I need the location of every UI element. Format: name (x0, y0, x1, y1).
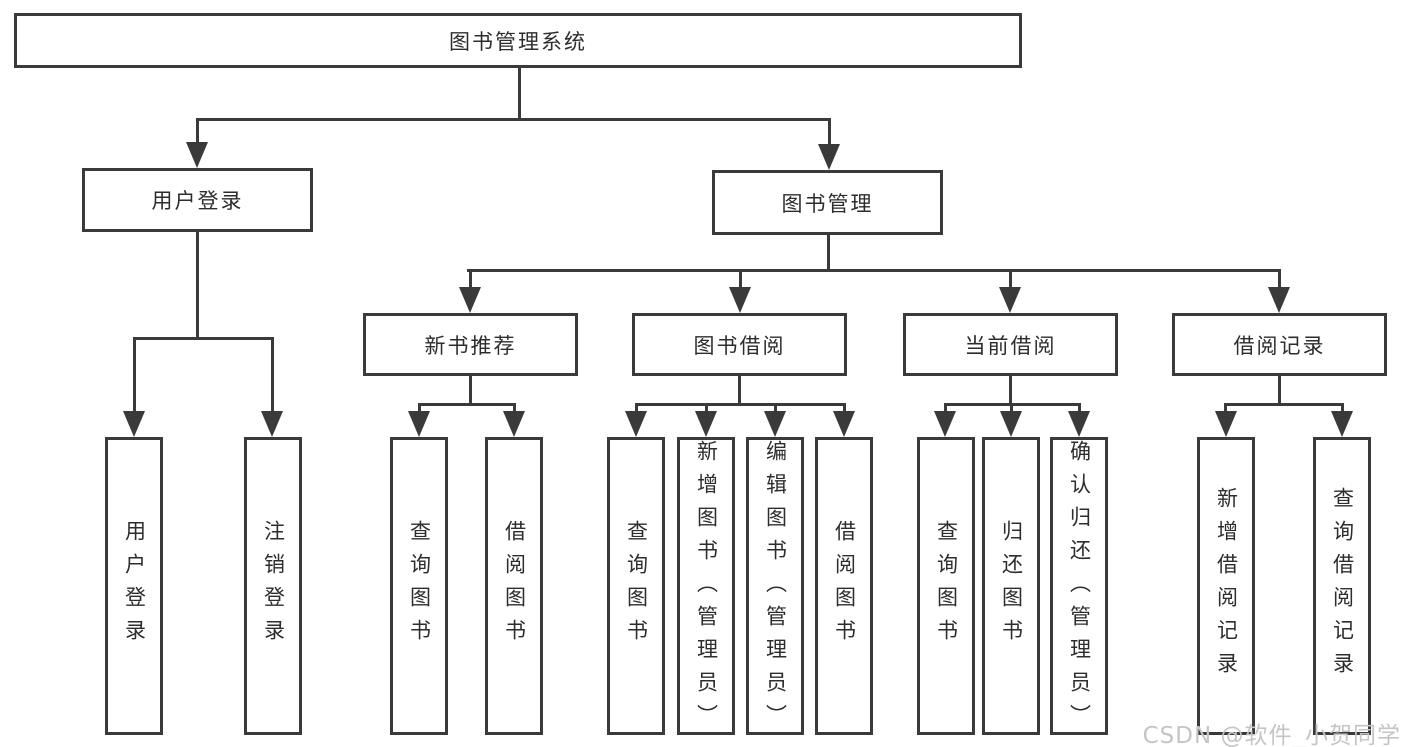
connector-line (1341, 403, 1344, 415)
connector-line (469, 269, 472, 290)
arrowhead-icon (123, 411, 145, 437)
connector-line (738, 376, 741, 406)
arrowhead-icon (999, 287, 1021, 313)
connector-line (196, 232, 199, 338)
leaf-borrow-books: 借阅图书 (815, 437, 873, 735)
leaf-user-login: 用户登录 (105, 437, 163, 735)
arrowhead-icon (1331, 411, 1353, 437)
connector-line (518, 68, 521, 120)
connector-line (827, 235, 830, 272)
connector-line (469, 376, 472, 406)
leaf-add-borrow-record: 新增借阅记录 (1197, 437, 1255, 735)
arrowhead-icon (695, 411, 717, 437)
connector-line (635, 403, 638, 415)
arrowhead-icon (934, 411, 956, 437)
node-book-management: 图书管理 (712, 170, 943, 235)
leaf-query-books-current: 查询图书 (917, 437, 975, 735)
connector-line (1278, 376, 1281, 406)
arrowhead-icon (625, 411, 647, 437)
node-user-login: 用户登录 (82, 168, 313, 232)
connector-line (418, 403, 421, 415)
connector-line (1224, 403, 1344, 406)
connector-line (1278, 269, 1281, 290)
arrowhead-icon (1000, 411, 1022, 437)
connector-line (1078, 403, 1081, 415)
arrowhead-icon (459, 287, 481, 313)
arrowhead-icon (261, 411, 283, 437)
arrowhead-icon (408, 411, 430, 437)
node-book-borrow: 图书借阅 (632, 313, 847, 376)
connector-line (843, 403, 846, 415)
connector-line (418, 403, 516, 406)
connector-line (739, 269, 742, 290)
leaf-edit-books-admin: 编辑图书（管理员） (746, 437, 804, 737)
leaf-confirm-return-admin: 确认归还（管理员） (1050, 437, 1108, 737)
arrowhead-icon (818, 144, 840, 170)
arrowhead-icon (764, 411, 786, 437)
node-new-book-recommend: 新书推荐 (363, 313, 578, 376)
connector-line (944, 403, 947, 415)
connector-line (828, 118, 831, 148)
node-current-borrow: 当前借阅 (903, 313, 1118, 376)
connector-line (513, 403, 516, 415)
connector-line (1010, 403, 1013, 415)
arrowhead-icon (1268, 287, 1290, 313)
connector-line (705, 403, 708, 415)
leaf-query-books-recommend: 查询图书 (390, 437, 448, 735)
connector-line (133, 337, 136, 413)
leaf-logout: 注销登录 (244, 437, 302, 735)
node-library-system: 图书管理系统 (14, 13, 1022, 68)
arrowhead-icon (729, 287, 751, 313)
connector-line (467, 269, 1281, 272)
connector-line (196, 118, 199, 146)
leaf-add-books-admin: 新增图书（管理员） (677, 437, 735, 737)
node-borrow-records: 借阅记录 (1172, 313, 1387, 376)
leaf-return-books: 归还图书 (982, 437, 1040, 735)
arrowhead-icon (503, 411, 525, 437)
connector-line (271, 337, 274, 413)
connector-line (196, 118, 831, 121)
connector-line (635, 403, 846, 406)
connector-line (774, 403, 777, 415)
connector-line (1009, 376, 1012, 406)
connector-line (133, 337, 274, 340)
arrowhead-icon (833, 411, 855, 437)
connector-line (1224, 403, 1227, 415)
csdn-watermark: CSDN @软件_小贺同学 (1142, 723, 1401, 747)
connector-line (1009, 269, 1012, 290)
leaf-query-borrow-record: 查询借阅记录 (1313, 437, 1371, 735)
arrowhead-icon (1215, 411, 1237, 437)
arrowhead-icon (186, 142, 208, 168)
arrowhead-icon (1068, 411, 1090, 437)
leaf-query-books-borrow: 查询图书 (607, 437, 665, 735)
leaf-borrow-books-recommend: 借阅图书 (485, 437, 543, 735)
